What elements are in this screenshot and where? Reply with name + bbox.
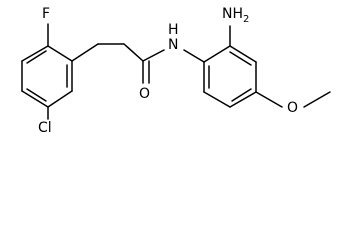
amine-subscript: 2 — [243, 14, 249, 25]
amide-nitrogen-label: N — [168, 37, 178, 53]
amine-nh-text: NH — [222, 6, 243, 22]
methoxy-oxygen-label: O — [287, 100, 298, 116]
amine-group-label: NH2 — [222, 6, 249, 25]
carbonyl-oxygen-label: O — [139, 86, 150, 102]
amide-hydrogen-label: H — [168, 22, 179, 38]
atom-labels: F Cl O H N NH2 O — [38, 6, 298, 136]
chemical-bonds — [21, 23, 331, 120]
molecule-structure: F Cl O H N NH2 O — [21, 6, 331, 136]
fluorine-label: F — [42, 6, 50, 22]
chlorine-label: Cl — [38, 120, 52, 136]
